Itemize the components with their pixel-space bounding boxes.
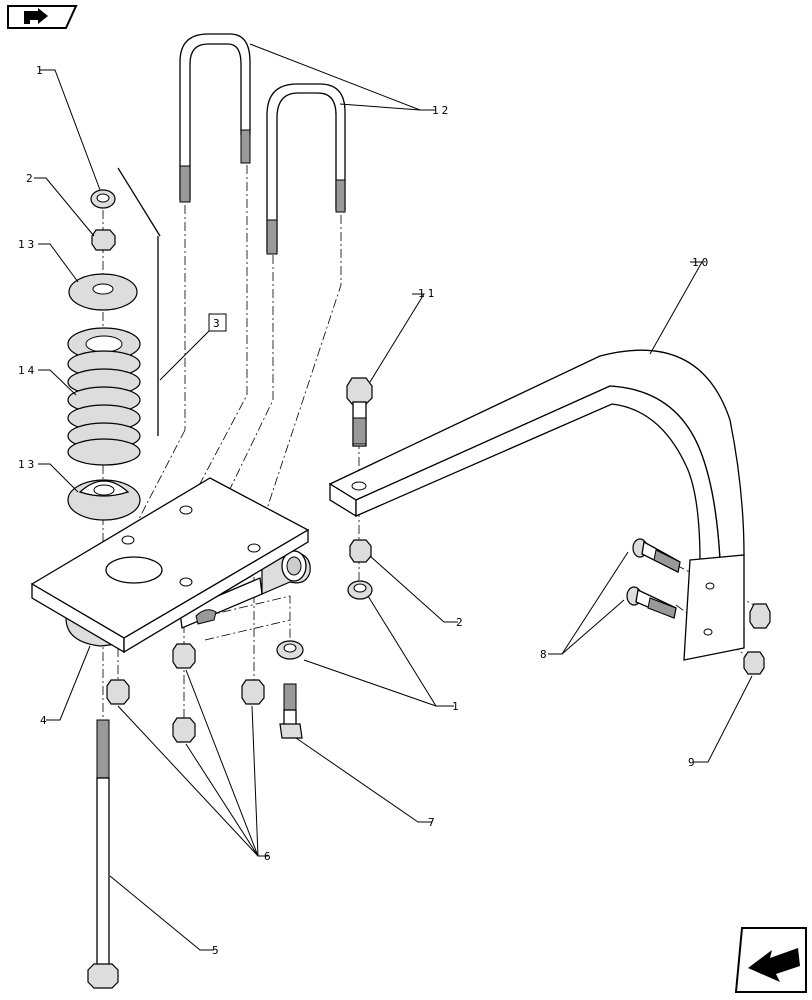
- nylock-nut-b: [106, 679, 130, 705]
- callout-12: 12: [432, 104, 451, 117]
- callout-13-top: 13: [18, 238, 37, 251]
- callout-2-top: 2: [26, 172, 36, 185]
- carriage-bolt-upper: [632, 538, 681, 573]
- lock-nut-top: [90, 189, 116, 209]
- spring-tine-shank: [328, 349, 745, 661]
- spring-cup-top: [68, 273, 138, 311]
- lock-washer-under-plate: [276, 640, 304, 660]
- callout-labels: 1 2 3 13 14 13 12 11 10 2 1 8 9 4 6 7 5: [18, 64, 711, 957]
- callout-7: 7: [428, 816, 438, 829]
- coil-spring: [67, 327, 141, 466]
- nylock-nut-c: [241, 679, 265, 705]
- leader-lines: [34, 43, 753, 951]
- callout-3: 3: [213, 317, 223, 330]
- callout-6: 6: [264, 850, 274, 863]
- spring-cup-bottom: [67, 479, 141, 521]
- callout-9: 9: [688, 756, 698, 769]
- callout-13-bottom: 13: [18, 458, 37, 471]
- callout-4: 4: [40, 714, 50, 727]
- hex-nut-top: [91, 229, 116, 251]
- callout-10: 10: [692, 256, 711, 269]
- callout-1-right: 1: [452, 700, 462, 713]
- u-bolt-front: [266, 83, 346, 255]
- hex-nut-upper-9: [749, 603, 771, 629]
- u-bolt-rear: [179, 33, 251, 203]
- callout-11: 11: [418, 287, 437, 300]
- arrow-down-left-icon[interactable]: [734, 927, 807, 993]
- lock-washer-tine: [347, 580, 373, 600]
- callout-14: 14: [18, 364, 37, 377]
- nylock-nut-a: [172, 643, 196, 669]
- mounting-plate: [30, 477, 311, 654]
- hex-nut-lower-9: [743, 651, 765, 675]
- hex-bolt-11: [346, 377, 373, 447]
- arrow-right-icon[interactable]: [7, 5, 78, 29]
- long-hex-bolt-5: [87, 719, 119, 989]
- carriage-bolt-lower: [626, 586, 677, 619]
- hex-bolt-7: [279, 683, 303, 739]
- callout-1-top: 1: [36, 64, 46, 77]
- nylock-nut-d: [172, 717, 196, 743]
- callout-2-right: 2: [456, 616, 466, 629]
- callout-5: 5: [212, 944, 222, 957]
- hex-nut-tine: [349, 539, 372, 563]
- callout-8: 8: [540, 648, 550, 661]
